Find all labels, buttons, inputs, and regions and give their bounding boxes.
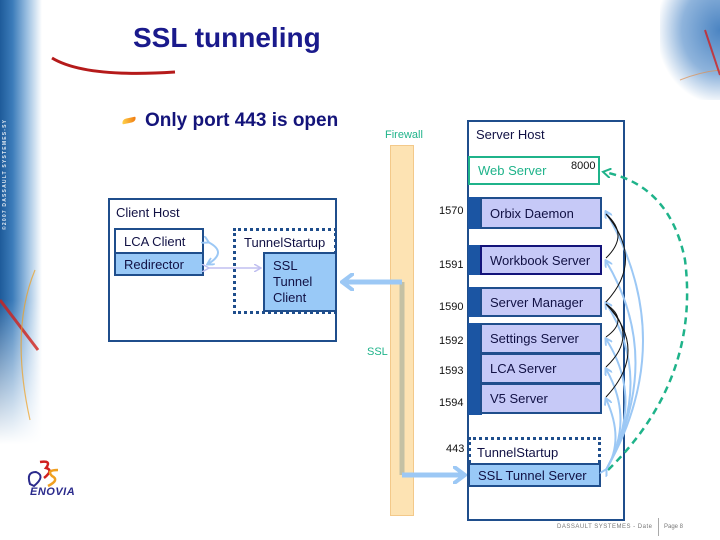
arc-orbix-workbook: [605, 213, 619, 259]
ssl-tunnel-client-box: SSL Tunnel Client: [263, 252, 337, 312]
server-label: Orbix Daemon: [490, 205, 574, 221]
tunnel-port-label: 443: [446, 443, 465, 455]
left-red-streak: [0, 299, 40, 351]
port-bar-workbook: [468, 245, 482, 275]
port-label: 1592: [439, 335, 464, 347]
left-orange-arc: [20, 269, 36, 421]
client-tunnel-startup-label: TunnelStartup: [244, 235, 326, 250]
right-red-streak: [704, 29, 720, 76]
port-bar-server-manager: [468, 287, 482, 317]
ssl-tunnel-client-line1: SSL: [273, 258, 298, 273]
ssl-tunnel-client-line2: Tunnel: [273, 274, 313, 289]
server-label: Server Manager: [490, 294, 584, 310]
server-label: Workbook Server: [490, 252, 591, 268]
redirector-box: Redirector: [114, 252, 204, 276]
enovia-brand: ENOVIA: [30, 486, 76, 498]
port-label: 1590: [439, 301, 464, 313]
web-server-box: Web Server: [468, 156, 600, 185]
server-box-lca-server: LCA Server: [480, 353, 602, 384]
ssl-label: SSL: [367, 346, 388, 358]
server-label: LCA Server: [490, 361, 557, 376]
lca-redirector-arrow: [208, 242, 219, 264]
server-box-server-manager: Server Manager: [480, 287, 602, 317]
web-server-label: Web Server: [478, 163, 547, 178]
title-swoosh: [51, 56, 176, 75]
ssl-tunnel-client-line3: Client: [273, 290, 307, 305]
lca-client-box: LCA Client: [114, 228, 204, 254]
server-tunnel-startup-label: TunnelStartup: [477, 445, 559, 460]
port-label: 1594: [439, 397, 464, 409]
arc-orbix-server-manager: [605, 213, 626, 303]
arc-tunnel-v5: [606, 399, 617, 471]
server-box-orbix-daemon: Orbix Daemon: [480, 197, 602, 229]
lca-client-label: LCA Client: [124, 233, 186, 249]
footer-page-number: Page 8: [664, 524, 684, 530]
server-box-settings-server: Settings Server: [480, 323, 602, 354]
firewall-label: Firewall: [385, 129, 423, 141]
3ds-logo-icon: [27, 460, 59, 488]
redirector-label: Redirector: [124, 256, 184, 272]
server-label: V5 Server: [490, 391, 548, 406]
arc-tunnel-orbix: [606, 212, 644, 470]
ssl-tunnel-server-box: SSL Tunnel Server: [468, 463, 601, 487]
port-bar-orbix: [468, 197, 482, 229]
server-box-v5-server: V5 Server: [480, 383, 602, 414]
slide-title: SSL tunneling: [133, 22, 321, 53]
server-host-label: Server Host: [476, 127, 545, 142]
port-label: 1591: [439, 259, 464, 271]
port-label: 1570: [439, 205, 464, 217]
ssl-tunnel-server-label: SSL Tunnel Server: [478, 467, 587, 483]
web-server-port: 8000: [571, 160, 596, 172]
footer-separator: [658, 518, 659, 536]
bullet-text: Only port 443 is open: [145, 110, 339, 131]
arc-manager-v5: [605, 303, 629, 398]
web-server-dashed-arrow: [604, 172, 689, 471]
footer-company: DASSAULT SYSTEMES - Date: [557, 524, 653, 530]
server-label: Settings Server: [490, 331, 579, 346]
port-label: 1593: [439, 365, 464, 377]
right-decorative-corner: [660, 0, 720, 100]
right-orange-arc: [679, 69, 720, 81]
port-bar-settings-lca-v5: [468, 323, 482, 415]
client-host-label: Client Host: [116, 205, 180, 220]
